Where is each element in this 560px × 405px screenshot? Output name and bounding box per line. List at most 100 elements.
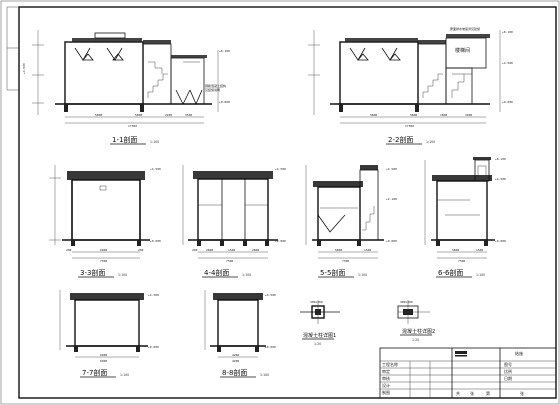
detail-2: 400x400 混凝土柱详图2 1:20 <box>397 300 435 342</box>
svg-text:1800: 1800 <box>440 113 447 117</box>
svg-text:+4.500: +4.500 <box>150 167 161 171</box>
svg-text:5800: 5800 <box>452 248 459 252</box>
svg-text:共: 共 <box>456 390 460 396</box>
svg-text:+2.100: +2.100 <box>386 197 397 201</box>
svg-text:5800: 5800 <box>135 113 142 117</box>
svg-text:楼梯间: 楼梯间 <box>455 47 470 54</box>
detail-2-title: 混凝土柱详图2 <box>402 328 435 335</box>
svg-text:5800: 5800 <box>410 113 417 117</box>
svg-text:1500: 1500 <box>364 248 371 252</box>
title-block: 工程名称 审定 审核 设计 制图 图号 比例 日期 结施 共 张 第 张 <box>379 347 557 399</box>
svg-text:5800: 5800 <box>370 113 377 117</box>
svg-text:+4.500: +4.500 <box>275 167 286 171</box>
svg-text:+4.500: +4.500 <box>502 61 513 65</box>
section-2-2: 楼梯间 屋面排水坡度详见建施 +8.100 +4.500 +0.000 5800… <box>308 26 513 145</box>
svg-text:+0.000: +0.000 <box>386 239 397 243</box>
svg-text:+4.500: +4.500 <box>386 167 397 171</box>
svg-text:1:100: 1:100 <box>426 140 435 144</box>
section-6-6-title: 6-6剖面 <box>438 268 463 277</box>
svg-text:5800: 5800 <box>335 248 342 252</box>
svg-text:200: 200 <box>192 248 198 252</box>
svg-text:300x300: 300x300 <box>310 300 323 304</box>
svg-text:第: 第 <box>486 390 490 396</box>
detail-1-title: 混凝土柱详图1 <box>303 332 336 339</box>
section-8-8-title: 8-8剖面 <box>222 368 247 377</box>
svg-text:+8.100: +8.100 <box>502 30 513 34</box>
svg-text:+4.500: +4.500 <box>22 63 26 74</box>
svg-text:1:20: 1:20 <box>314 342 321 346</box>
svg-text:见结施说明: 见结施说明 <box>205 87 220 92</box>
svg-text:5800: 5800 <box>95 113 102 117</box>
svg-text:1500: 1500 <box>228 248 235 252</box>
svg-text:钢筋混凝土结构: 钢筋混凝土结构 <box>205 83 226 88</box>
section-1-1-title: 1-1剖面 <box>112 135 137 144</box>
svg-text:制图: 制图 <box>382 389 390 395</box>
svg-text:7300: 7300 <box>458 259 465 263</box>
svg-text:+0.000: +0.000 <box>502 100 513 104</box>
svg-text:1:100: 1:100 <box>476 273 485 277</box>
svg-text:张: 张 <box>470 390 474 396</box>
svg-text:7300: 7300 <box>100 259 107 263</box>
section-5-5-title: 5-5剖面 <box>320 268 345 277</box>
svg-text:17300: 17300 <box>128 124 137 128</box>
svg-text:审定: 审定 <box>382 368 390 374</box>
svg-text:7300: 7300 <box>226 259 233 263</box>
svg-text:1:100: 1:100 <box>118 273 127 277</box>
svg-text:2200: 2200 <box>165 113 172 117</box>
svg-text:200: 200 <box>138 248 144 252</box>
svg-text:比例: 比例 <box>504 368 512 374</box>
svg-text:+0.000: +0.000 <box>265 345 276 349</box>
svg-text:1:100: 1:100 <box>358 273 367 277</box>
svg-text:2800: 2800 <box>206 248 213 252</box>
svg-text:日期: 日期 <box>504 375 512 381</box>
svg-text:审核: 审核 <box>382 375 390 381</box>
svg-text:2800: 2800 <box>252 248 259 252</box>
svg-text:+0.000: +0.000 <box>495 239 506 243</box>
svg-text:6900: 6900 <box>100 353 107 357</box>
svg-text:17300: 17300 <box>405 124 414 128</box>
section-1-1: +4.500 钢筋混凝土结构 见结施说明 +8.100 +0.000 <box>22 30 230 145</box>
svg-text:+4.500: +4.500 <box>265 293 276 297</box>
svg-text:3500: 3500 <box>185 113 192 117</box>
section-4-4-title: 4-4剖面 <box>204 268 229 277</box>
svg-text:屋面排水坡度详见建施: 屋面排水坡度详见建施 <box>450 26 480 31</box>
svg-text:1:100: 1:100 <box>120 373 129 377</box>
frame-border <box>18 6 557 399</box>
svg-text:1:20: 1:20 <box>412 338 419 342</box>
svg-text:+0.000: +0.000 <box>148 345 159 349</box>
svg-text:+8.100: +8.100 <box>219 49 230 53</box>
section-7-7: +4.500 +0.000 6900 6900 7-7剖面 1:100 <box>59 290 159 378</box>
svg-text:+4.500: +4.500 <box>148 293 159 297</box>
svg-text:1:100: 1:100 <box>260 373 269 377</box>
section-5-5: +4.500 +2.100 +0.000 5800 1500 7300 5-5剖… <box>305 165 397 278</box>
svg-text:张: 张 <box>520 390 524 396</box>
svg-text:+0.000: +0.000 <box>219 100 230 104</box>
section-6-6: +8.100 +4.500 +0.000 5800 1500 7300 6-6剖… <box>424 157 506 278</box>
svg-text:工程名称: 工程名称 <box>382 361 398 367</box>
svg-text:1500: 1500 <box>476 248 483 252</box>
svg-text:图号: 图号 <box>504 361 512 367</box>
svg-text:4200: 4200 <box>232 353 239 357</box>
svg-text:+0.000: +0.000 <box>150 239 161 243</box>
svg-text:3900: 3900 <box>465 113 472 117</box>
section-4-4: +4.500 +0.000 200 2800 1500 2800 7300 4-… <box>182 165 286 278</box>
svg-text:7300: 7300 <box>342 259 349 263</box>
section-7-7-title: 7-7剖面 <box>82 368 107 377</box>
svg-text:6900: 6900 <box>100 359 107 363</box>
section-2-2-title: 2-2剖面 <box>388 135 413 144</box>
svg-text:+0.000: +0.000 <box>275 239 286 243</box>
svg-text:设计: 设计 <box>382 382 390 388</box>
section-3-3: +4.500 +0.000 200 6900 200 7300 3-3剖面 1:… <box>49 165 161 278</box>
section-8-8: +4.500 +0.000 4200 4200 8-8剖面 1:100 <box>204 290 276 378</box>
svg-text:1:100: 1:100 <box>242 273 251 277</box>
svg-text:1:100: 1:100 <box>150 140 159 144</box>
svg-text:400x400: 400x400 <box>400 300 413 304</box>
svg-text:+4.500: +4.500 <box>495 177 506 181</box>
svg-text:6900: 6900 <box>100 248 107 252</box>
svg-text:+8.100: +8.100 <box>495 157 506 161</box>
svg-text:4200: 4200 <box>232 359 239 363</box>
svg-text:200: 200 <box>66 248 72 252</box>
svg-text:结施: 结施 <box>515 350 523 356</box>
